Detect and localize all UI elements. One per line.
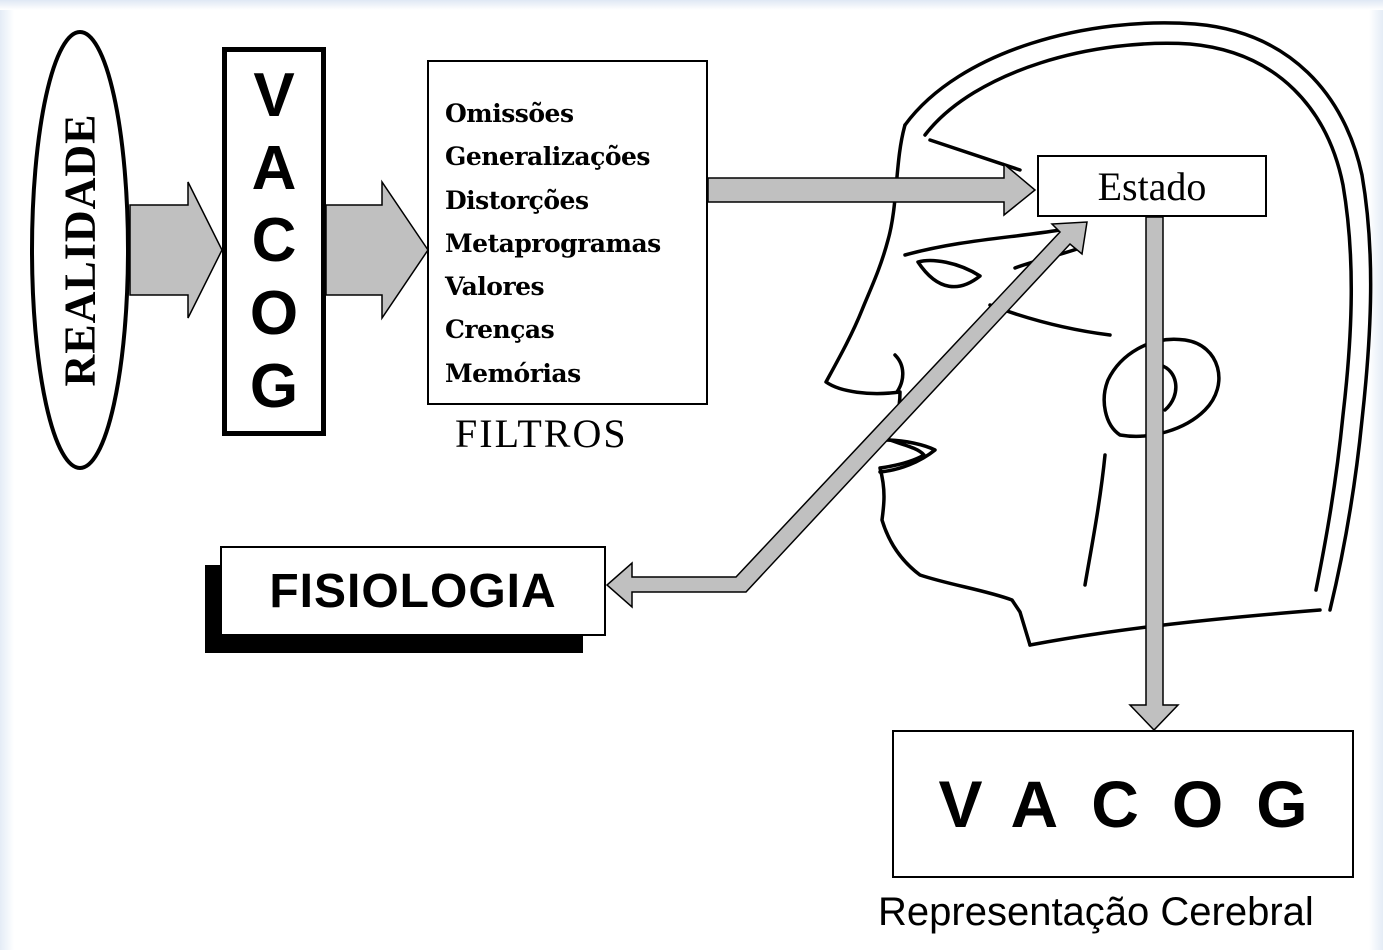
vacog-letter-c: C [251, 206, 297, 276]
ear-line [1102, 337, 1221, 438]
filter-item-omissoes: Omissões [445, 99, 574, 128]
nostril-line [893, 353, 905, 394]
estado-label: Estado [1097, 163, 1207, 209]
filter-item-distorcoes: Distorções [445, 185, 589, 215]
representacao-cerebral-label: Representação Cerebral [878, 890, 1314, 934]
head-illustration [824, 21, 1373, 647]
fisiologia-label: FISIOLOGIA [269, 564, 557, 618]
vacog-letter-g: G [249, 351, 299, 421]
filter-item-generalizacoes: Generalizações [445, 142, 650, 172]
jaw-line [1083, 453, 1107, 587]
vacog-horizontal-label: VACOG [938, 767, 1341, 841]
filter-item-metaprogramas: Metaprogramas [445, 228, 661, 258]
mouth-line [878, 438, 937, 474]
arrow-realidade-to-vacog [129, 181, 223, 319]
arrow-estado-fisiologia [605, 221, 1088, 609]
realidade-label: REALIDADE [55, 113, 105, 387]
neck-line [1028, 608, 1322, 647]
filter-item-valores: Valores [445, 272, 545, 302]
arrow-filters-to-estado [707, 162, 1037, 217]
filter-item-memorias: Memórias [445, 358, 581, 388]
vacog-letter-a: A [251, 133, 297, 203]
arrow-estado-to-vacog [1128, 216, 1180, 732]
realidade-ellipse [30, 30, 130, 470]
vacog-vertical-box: V A C O G [222, 47, 326, 436]
brow-line [903, 228, 1062, 257]
estado-box: Estado [1037, 155, 1267, 217]
filters-box: Omissões Generalizações Distorções Metap… [427, 60, 708, 405]
vacog-letter-v: V [253, 61, 295, 131]
eye-line [916, 258, 982, 289]
filter-item-crencas: Crenças [445, 315, 555, 345]
ear-inner-line [1158, 363, 1178, 412]
arrow-vacog-to-filters [325, 179, 429, 321]
skull-inner-line [923, 41, 1353, 592]
skull-detail-line [928, 138, 1022, 172]
fisiologia-box: FISIOLOGIA [220, 546, 606, 636]
filtros-label: FILTROS [455, 411, 628, 456]
vacog-horizontal-box: VACOG [892, 730, 1354, 878]
vacog-letter-o: O [249, 279, 299, 349]
page-top-band [0, 0, 1383, 10]
skull-outer-line [903, 21, 1373, 612]
